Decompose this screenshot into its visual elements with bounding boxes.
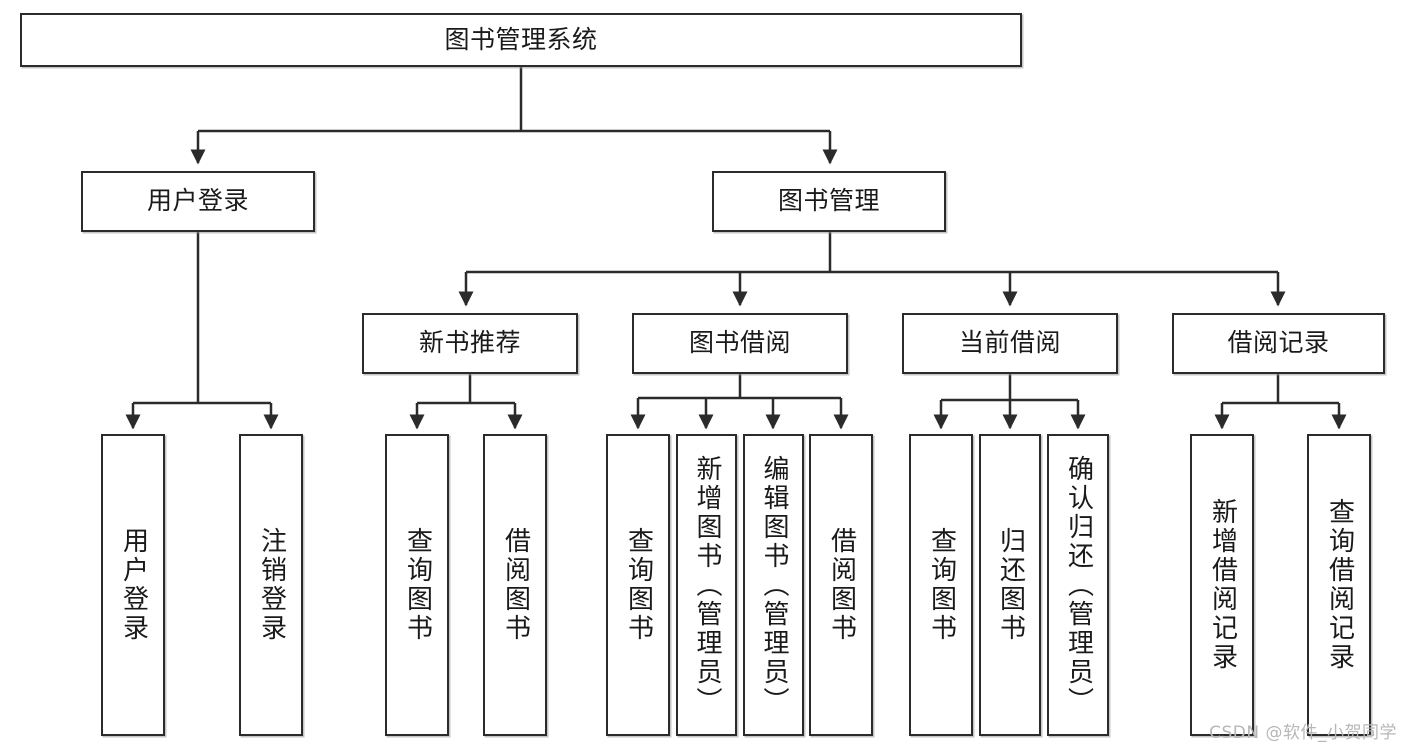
node-leaf-borrow-book-2[interactable]: 借阅图书 — [809, 434, 873, 736]
node-leaf-borrow-book-1[interactable]: 借阅图书 — [483, 434, 547, 736]
node-leaf-query-book-2-label: 查询图书 — [623, 527, 654, 643]
node-root-label: 图书管理系统 — [444, 24, 598, 54]
csdn-watermark: CSDN @软件_小贺同学 — [1209, 723, 1397, 743]
node-leaf-borrow-book-2-label: 借阅图书 — [826, 527, 857, 643]
node-leaf-query-book-2[interactable]: 查询图书 — [606, 434, 670, 736]
node-leaf-add-record-label: 新增借阅记录 — [1207, 498, 1238, 672]
node-leaf-query-book-3[interactable]: 查询图书 — [909, 434, 973, 736]
node-leaf-confirm-return[interactable]: 确认归还（管理员） — [1047, 434, 1109, 736]
node-leaf-add-record[interactable]: 新增借阅记录 — [1190, 434, 1254, 736]
node-leaf-return-book-label: 归还图书 — [995, 527, 1026, 643]
node-leaf-logout-login[interactable]: 注销登录 — [239, 434, 303, 736]
node-book-borrow[interactable]: 图书借阅 — [632, 313, 848, 374]
node-leaf-return-book[interactable]: 归还图书 — [979, 434, 1041, 736]
node-book-borrow-label: 图书借阅 — [688, 328, 791, 358]
node-new-book-rec-label: 新书推荐 — [418, 328, 521, 358]
node-borrow-record-label: 借阅记录 — [1227, 328, 1330, 358]
node-current-borrow[interactable]: 当前借阅 — [902, 313, 1118, 374]
node-leaf-user-login-label: 用户登录 — [118, 527, 149, 643]
node-leaf-query-record[interactable]: 查询借阅记录 — [1307, 434, 1371, 736]
node-leaf-borrow-book-1-label: 借阅图书 — [500, 527, 531, 643]
node-leaf-query-book-3-label: 查询图书 — [926, 527, 957, 643]
node-borrow-record[interactable]: 借阅记录 — [1172, 313, 1385, 374]
node-new-book-rec[interactable]: 新书推荐 — [362, 313, 578, 374]
node-current-borrow-label: 当前借阅 — [958, 328, 1061, 358]
node-leaf-add-book-label: 新增图书（管理员） — [692, 454, 723, 716]
node-leaf-logout-login-label: 注销登录 — [256, 527, 287, 643]
node-leaf-edit-book-label: 编辑图书（管理员） — [759, 454, 790, 716]
node-leaf-confirm-return-label: 确认归还（管理员） — [1063, 454, 1094, 716]
node-book-manage[interactable]: 图书管理 — [712, 171, 946, 232]
node-leaf-add-book[interactable]: 新增图书（管理员） — [676, 434, 737, 736]
node-leaf-user-login[interactable]: 用户登录 — [101, 434, 165, 736]
node-leaf-edit-book[interactable]: 编辑图书（管理员） — [743, 434, 804, 736]
node-root[interactable]: 图书管理系统 — [20, 13, 1022, 67]
node-leaf-query-book-1-label: 查询图书 — [402, 527, 433, 643]
node-book-manage-label: 图书管理 — [777, 186, 880, 216]
node-leaf-query-record-label: 查询借阅记录 — [1324, 498, 1355, 672]
node-user-login[interactable]: 用户登录 — [81, 171, 315, 232]
node-user-login-label: 用户登录 — [146, 186, 249, 216]
node-leaf-query-book-1[interactable]: 查询图书 — [385, 434, 449, 736]
